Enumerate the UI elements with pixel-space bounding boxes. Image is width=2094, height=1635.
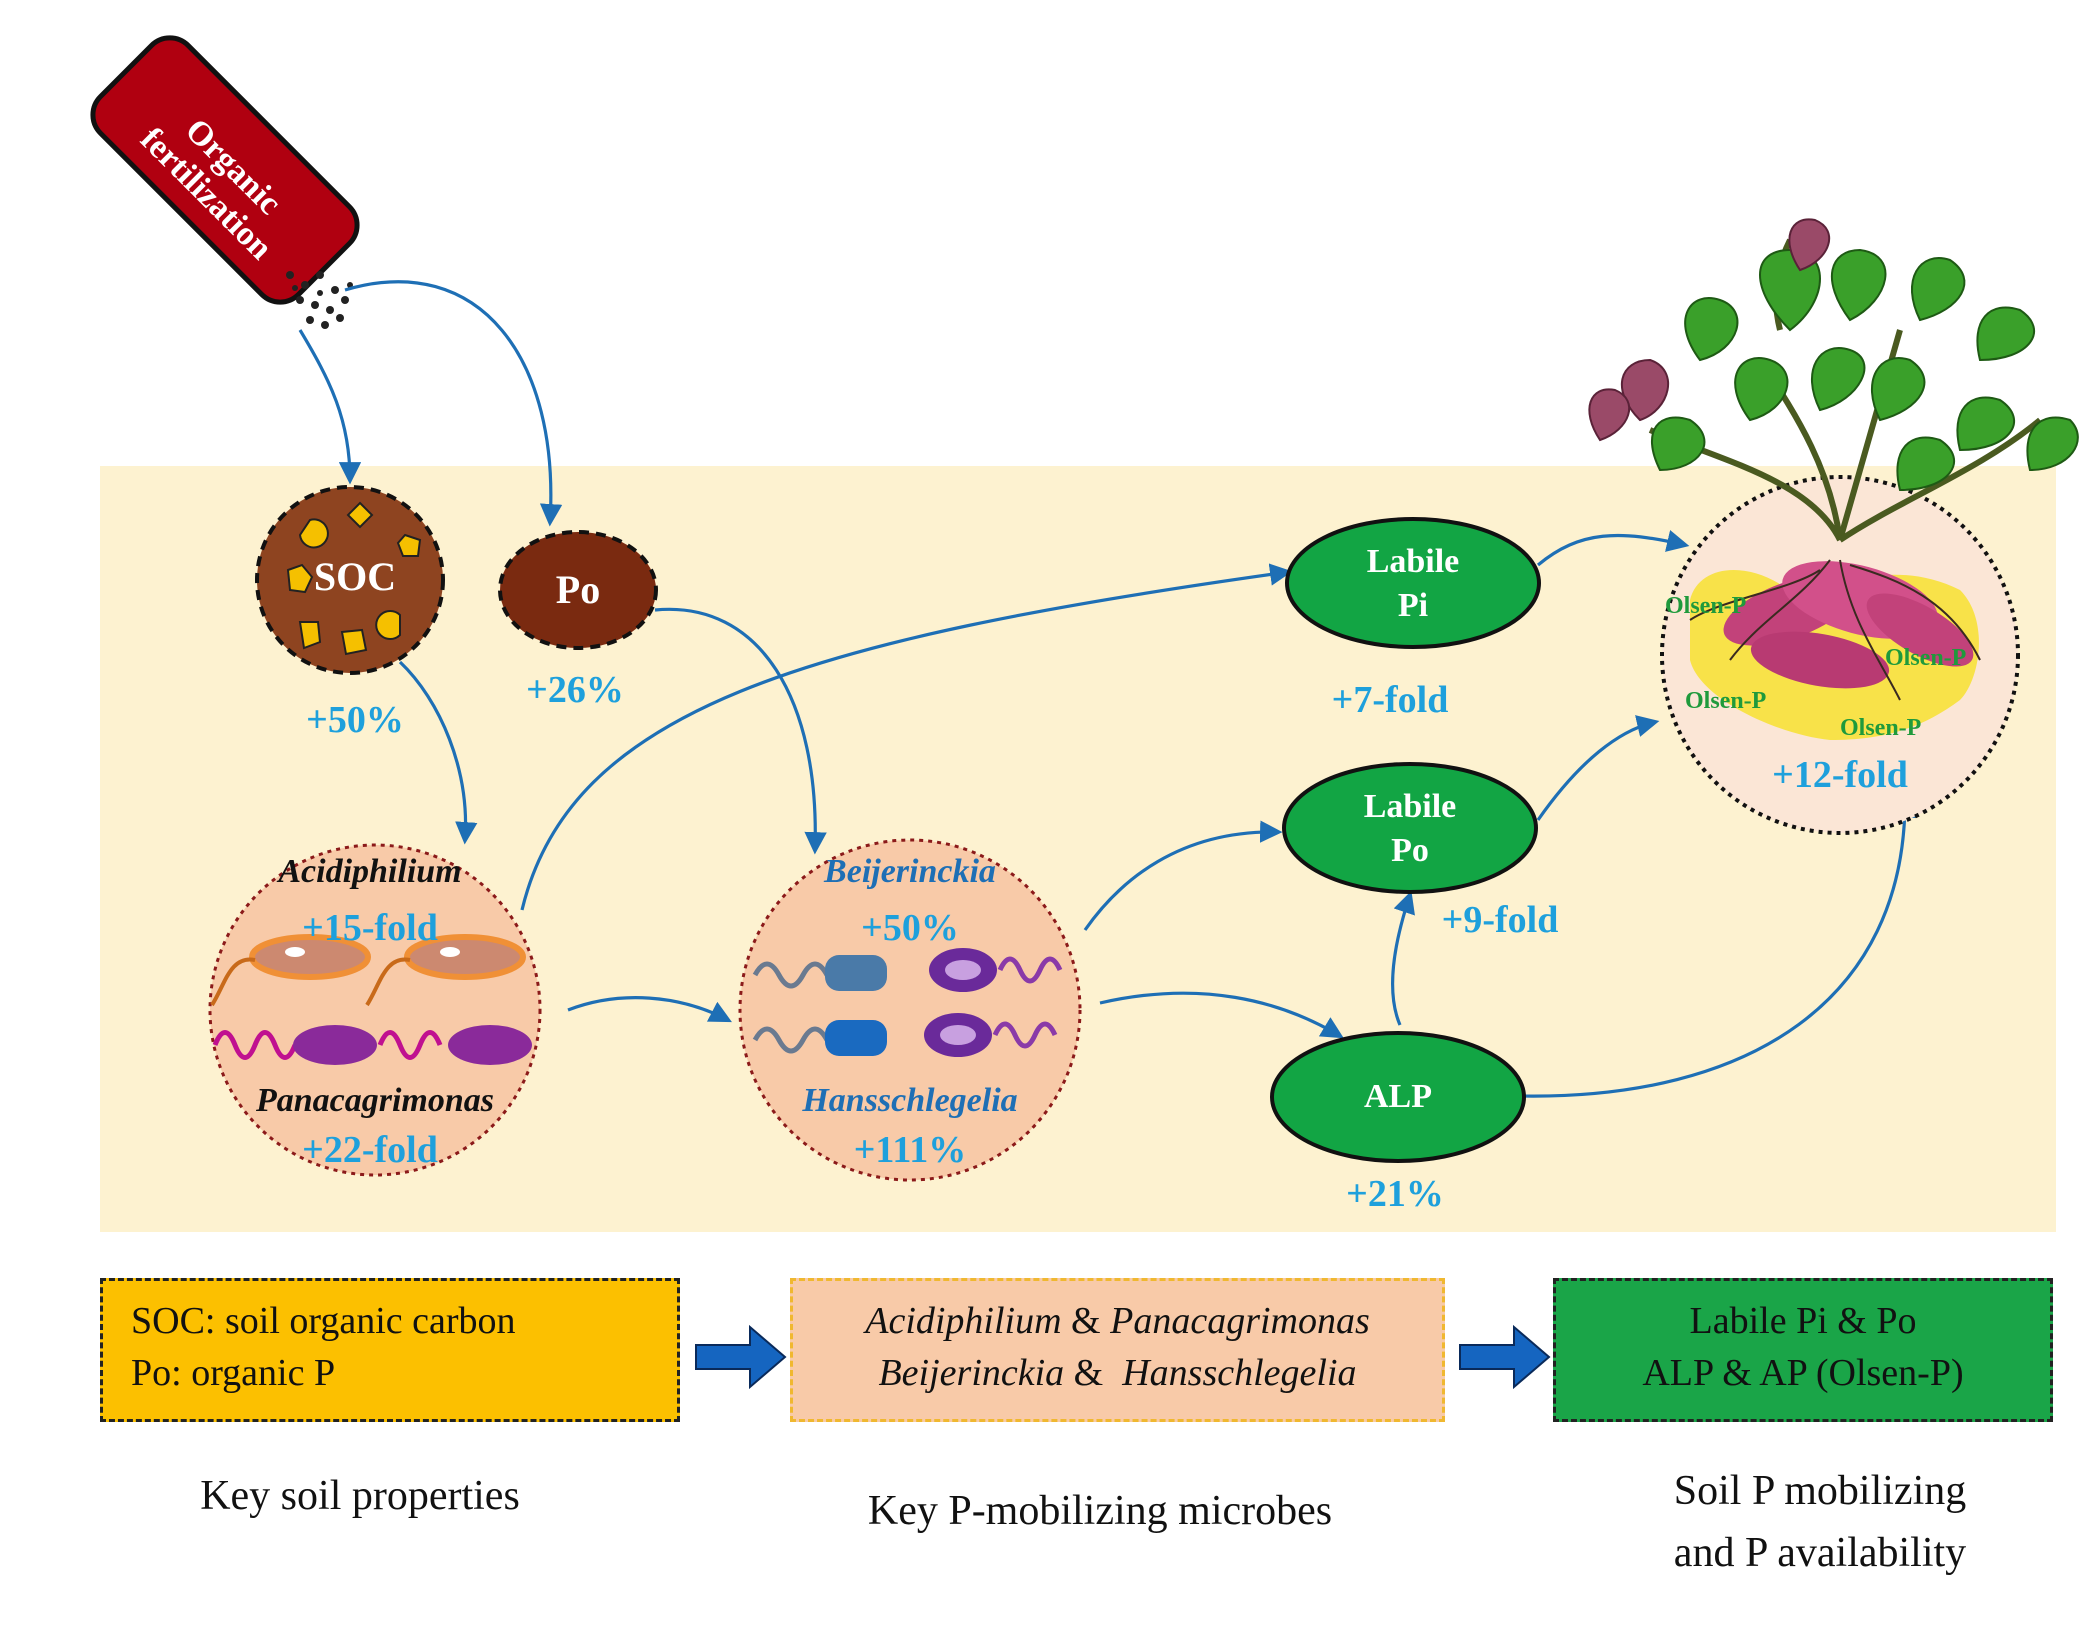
beijerinckia-cell-icon	[752, 955, 887, 1056]
labile-pi-line2: Pi	[1397, 587, 1429, 624]
legend-amp-2: &	[1064, 1352, 1123, 1394]
labile-po-change: +9-fold	[1441, 899, 1559, 941]
legend-arrow-2	[1459, 1324, 1551, 1390]
labile-po-node	[1282, 762, 1538, 894]
panacagrimonas-change: +22-fold	[302, 1129, 438, 1171]
caption-p-availability-line2: and P availability	[1673, 1530, 1967, 1576]
legend-p-availability: Labile Pi & Po ALP & AP (Olsen-P)	[1553, 1278, 2053, 1422]
arrow-microbes1-microbes2	[567, 996, 732, 1023]
soc-change: +50%	[306, 699, 404, 741]
labile-po-label: Labile Po	[1320, 785, 1500, 873]
beijerinckia-label: Beijerinckia	[824, 853, 996, 890]
acidiphilium-label: Acidiphilium	[278, 853, 462, 890]
arrow-microbes2-alp	[1099, 991, 1344, 1039]
hansschlegelia-label: Hansschlegelia	[802, 1082, 1018, 1119]
labile-pi-change: +7-fold	[1331, 679, 1449, 721]
caption-microbes: Key P-mobilizing microbes	[867, 1488, 1333, 1534]
legend-po-definition: Po: organic P	[131, 1352, 336, 1394]
soc-particles-icon	[286, 501, 422, 656]
legend-microbes-line1: Acidiphilium & Panacagrimonas	[803, 1295, 1432, 1347]
olsen-p-label-3: Olsen-P	[1685, 688, 1767, 714]
arrow-po-microbes2	[654, 607, 827, 855]
labile-pi-node	[1285, 517, 1541, 649]
legend-arrow-1	[695, 1324, 787, 1390]
legend-labile-pi-po: Labile Pi & Po	[1689, 1300, 1917, 1342]
legend-amp-1: &	[1061, 1300, 1111, 1342]
acidiphilium-cell-icon	[210, 934, 526, 1007]
fertilizer-bag-icon	[90, 35, 360, 305]
arrow-microbes2-labilepo	[1083, 820, 1283, 931]
legend-soil-properties: SOC: soil organic carbon Po: organic P	[100, 1278, 680, 1422]
legend-hansschlegelia: Hansschlegelia	[1122, 1352, 1357, 1394]
arrow-fert-po	[344, 280, 563, 527]
hansschlegelia-change: +111%	[853, 1129, 967, 1171]
alp-node	[1270, 1031, 1526, 1163]
alp-label: ALP	[1364, 1078, 1432, 1115]
arrow-alp-olsen	[1519, 795, 1917, 1098]
legend-alp-ap: ALP & AP (Olsen-P)	[1642, 1352, 1964, 1394]
microbe-circle-2	[738, 838, 1082, 1182]
olsen-p-label-4: Olsen-P	[1840, 715, 1922, 741]
arrow-fert-soc	[298, 329, 362, 485]
arrow-soc-microbes1	[398, 660, 478, 845]
labile-pi-label: Labile Pi	[1323, 540, 1503, 628]
panacagrimonas-label: Panacagrimonas	[255, 1082, 495, 1119]
arrow-labilepi-olsen	[1536, 530, 1690, 567]
arrow-labilepo-olsen	[1536, 715, 1660, 821]
microbe-circle-1	[208, 843, 542, 1177]
labile-po-line1: Labile	[1363, 788, 1457, 825]
fertilizer-granules	[286, 271, 353, 329]
po-label: Po	[555, 567, 601, 612]
olsen-p-change: +12-fold	[1772, 754, 1908, 796]
caption-p-availability: Soil P mobilizing and P availability	[1600, 1460, 2040, 1584]
caption-soil-properties: Key soil properties	[200, 1473, 520, 1519]
legend-microbes: Acidiphilium & Panacagrimonas Beijerinck…	[790, 1278, 1445, 1422]
hansschlegelia-cell-icon	[924, 948, 1063, 1057]
legend-beijerinckia: Beijerinckia	[878, 1352, 1065, 1394]
arrow-microbes1-labilepi	[520, 563, 1293, 911]
legend-panacagrimonas: Panacagrimonas	[1110, 1300, 1370, 1342]
soc-label: SOC	[313, 554, 397, 599]
po-change: +26%	[526, 669, 624, 711]
beijerinckia-change: +50%	[861, 907, 959, 949]
legend-acidiphilium: Acidiphilium	[865, 1300, 1062, 1342]
sweet-potato-plant-icon	[1588, 218, 2079, 835]
labile-po-line2: Po	[1391, 832, 1429, 869]
soc-node	[255, 485, 445, 675]
olsen-p-label-2: Olsen-P	[1885, 645, 1967, 671]
labile-pi-line1: Labile	[1366, 543, 1460, 580]
arrow-alp-labilepo	[1390, 890, 1415, 1026]
alp-change: +21%	[1346, 1173, 1444, 1215]
olsen-p-label-1: Olsen-P	[1665, 593, 1747, 619]
legend-soc-definition: SOC: soil organic carbon	[131, 1300, 516, 1342]
panacagrimonas-cell-icon	[212, 1025, 532, 1065]
caption-p-availability-line1: Soil P mobilizing	[1673, 1468, 1967, 1514]
po-node	[498, 530, 658, 650]
flow-arrows	[298, 280, 1917, 1098]
legend-microbes-line2: Beijerinckia & Hansschlegelia	[803, 1347, 1432, 1399]
acidiphilium-change: +15-fold	[302, 907, 438, 949]
